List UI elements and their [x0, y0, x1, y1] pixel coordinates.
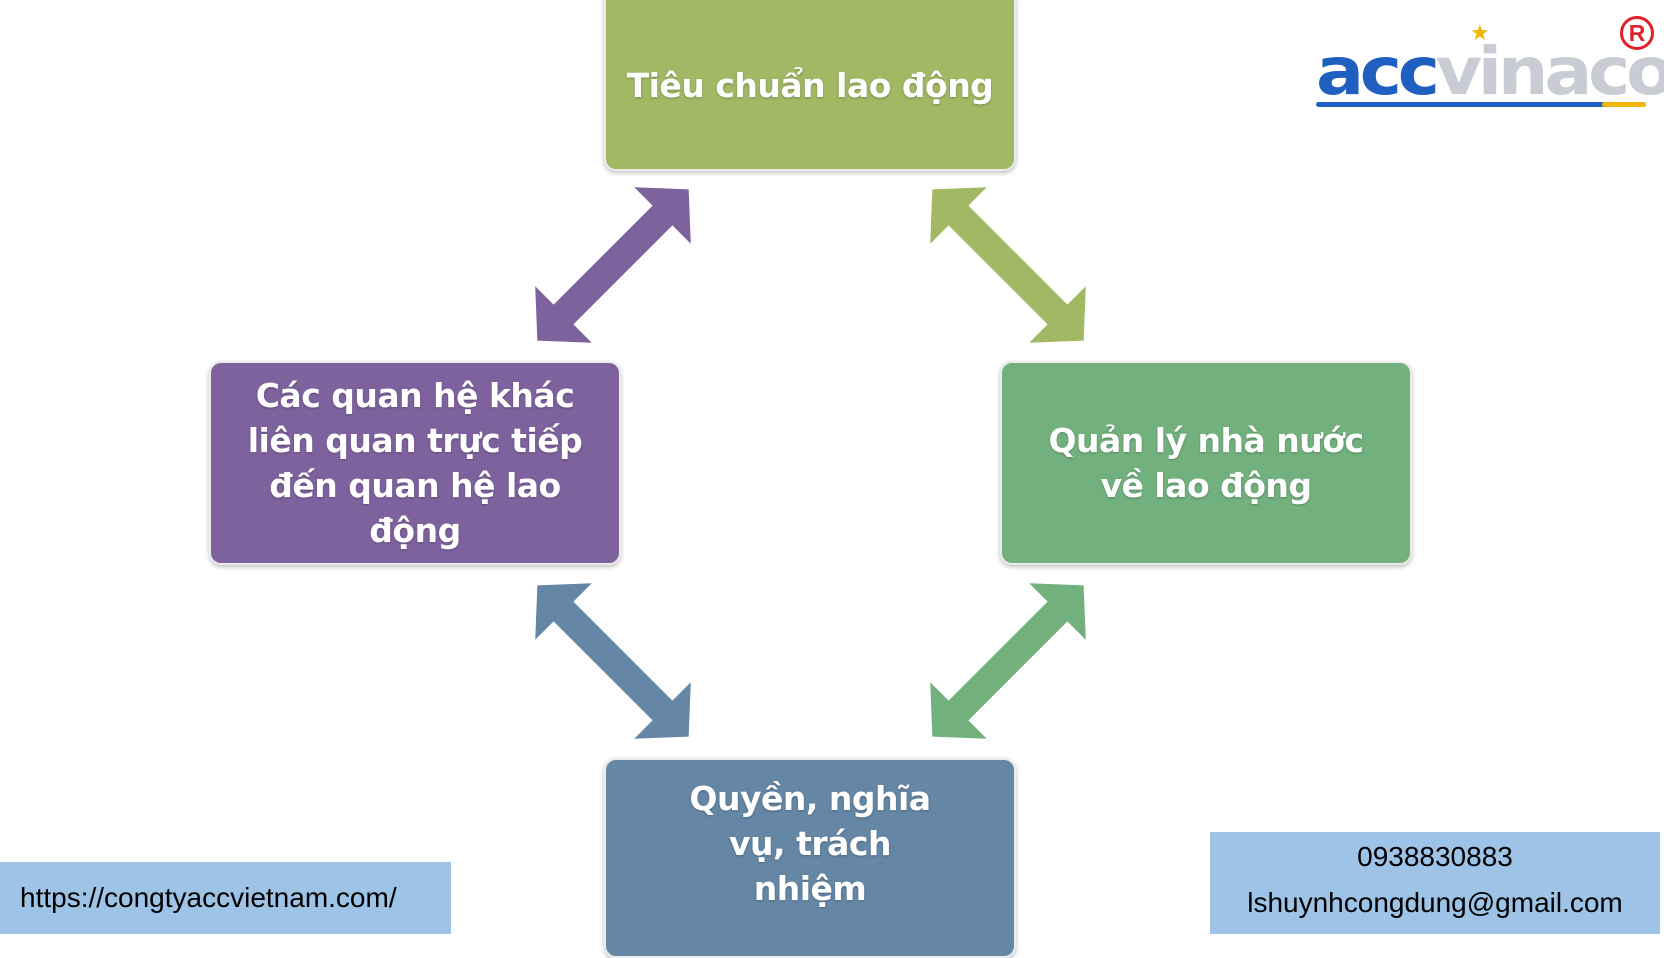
node-labor-standards: Tiêu chuẩn lao động — [604, 0, 1016, 171]
logo-text-primary: acc — [1316, 33, 1440, 110]
phone-number: 0938830883 — [1357, 841, 1513, 872]
arrow-bottom-left — [509, 557, 717, 765]
logo-wordmark: accvinaco — [1316, 32, 1664, 112]
website-url: https://congtyaccvietnam.com/ — [20, 882, 397, 913]
email-address: lshuynhcongdung@gmail.com — [1247, 887, 1623, 918]
node-rights-obligations: Quyền, nghĩa vụ, trách nhiệm — [604, 758, 1016, 958]
star-icon: ★ — [1470, 20, 1490, 45]
node-labor-standards-label: Tiêu chuẩn lao động — [626, 66, 994, 105]
logo-underline — [1316, 102, 1646, 107]
arrow-bottom-right — [904, 557, 1112, 765]
accvinaco-logo: accvinaco ★ R — [1312, 10, 1664, 120]
node-other-relations: Các quan hệ khác liên quan trực tiếp đến… — [209, 361, 621, 565]
node-state-management-label: Quản lý nhà nước về lao động — [1048, 421, 1364, 505]
node-state-management: Quản lý nhà nước về lao động — [1000, 361, 1412, 565]
arrow-top-left — [509, 161, 717, 369]
node-rights-obligations-label: Quyền, nghĩa vụ, trách nhiệm — [689, 778, 931, 908]
website-url-banner: https://congtyaccvietnam.com/ — [0, 862, 451, 934]
logo-underline-accent — [1602, 102, 1646, 107]
contact-banner: 0938830883 lshuynhcongdung@gmail.com — [1210, 832, 1660, 934]
arrow-top-right — [904, 161, 1112, 369]
registered-icon: R — [1620, 16, 1654, 50]
node-other-relations-label: Các quan hệ khác liên quan trực tiếp đến… — [247, 376, 583, 550]
